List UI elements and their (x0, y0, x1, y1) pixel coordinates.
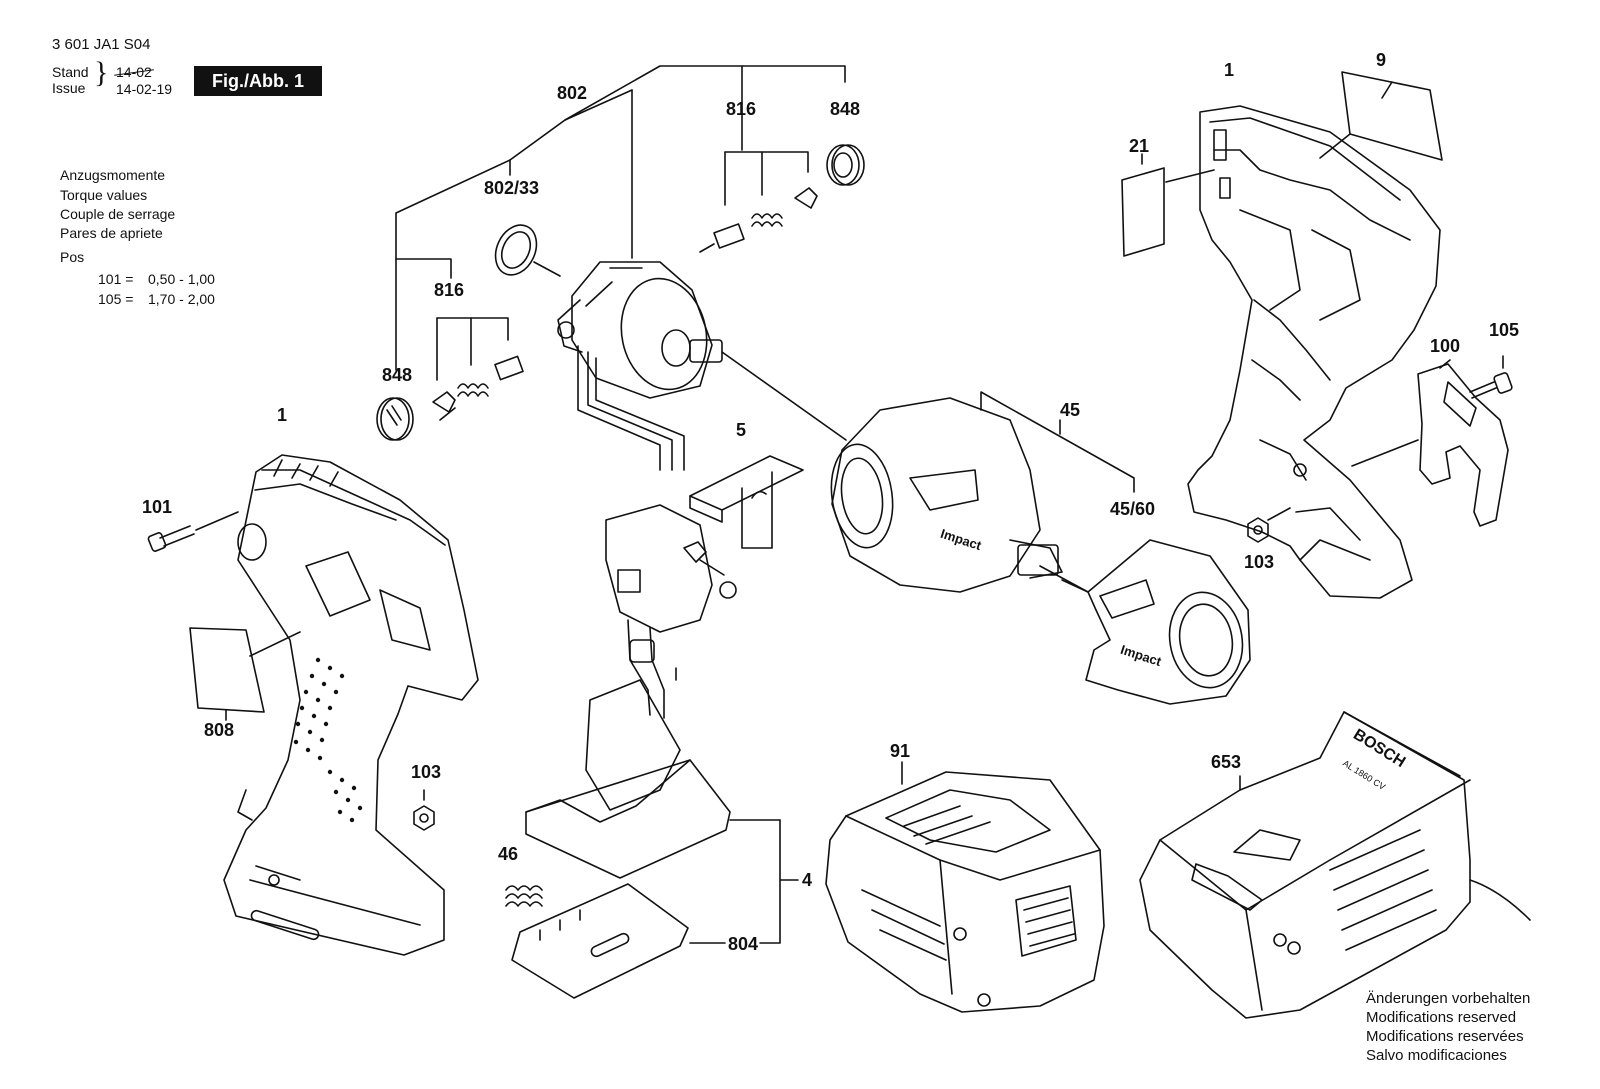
label-plate-808 (189, 627, 301, 721)
o-ring-802-33 (494, 224, 561, 277)
end-cap-848-left (376, 397, 414, 441)
stand-label: Stand (52, 64, 89, 80)
leader-lines-802 (395, 65, 846, 381)
label-9 (1319, 71, 1443, 161)
callout-9: 9 (1376, 50, 1387, 70)
label-21 (1121, 153, 1215, 257)
footer-line-en: Modifications reserved (1366, 1009, 1517, 1026)
torque-range-101: 0,50 - 1,00 (148, 271, 215, 287)
issue-label: Issue (52, 80, 86, 96)
callout-804: 804 (728, 934, 759, 954)
callout-802-33: 802/33 (484, 178, 540, 198)
torque-line-fr: Couple de serrage (60, 206, 176, 222)
header-brace: } (94, 56, 109, 89)
torque-range-105: 1,70 - 2,00 (148, 291, 215, 307)
battery-pack-91 (825, 761, 1105, 1013)
contact-plate-804 (511, 883, 726, 999)
footer-line-de: Änderungen vorbehalten (1366, 990, 1531, 1007)
stand-value: 14-02 (116, 64, 152, 80)
callout-808: 808 (204, 720, 235, 740)
charger-653 (1139, 711, 1531, 1019)
torque-line-en: Torque values (60, 187, 148, 203)
callout-1-left: 1 (277, 405, 288, 425)
torque-line-es: Pares de apriete (60, 225, 163, 241)
torque-pos-label: Pos (60, 249, 85, 265)
brush-set-top (699, 187, 818, 253)
callout-100: 100 (1430, 336, 1461, 356)
callout-848-top: 848 (830, 99, 861, 119)
issue-value: 14-02-19 (116, 81, 173, 97)
footer-line-fr: Modifications reservées (1366, 1028, 1524, 1045)
torque-pos-105: 105 = (98, 291, 134, 307)
housing-half-left (223, 454, 479, 956)
callout-103-right: 103 (1244, 552, 1275, 572)
assembly-lines (675, 565, 1089, 681)
callout-105: 105 (1489, 320, 1520, 340)
callout-46: 46 (498, 844, 519, 864)
callout-45: 45 (1060, 400, 1081, 420)
callout-101: 101 (142, 497, 173, 517)
front-cover-45-60 (1085, 539, 1251, 705)
nut-103-left (413, 789, 435, 831)
callout-103-left: 103 (411, 762, 442, 782)
switch-module (605, 504, 737, 719)
callout-848-left: 848 (382, 365, 413, 385)
nut-103-right (1247, 507, 1291, 543)
lever-100 (1351, 359, 1509, 527)
housing-half-right (1187, 105, 1441, 599)
callout-45-60: 45/60 (1110, 499, 1156, 519)
callout-4: 4 (802, 870, 813, 890)
brush-set-left (432, 355, 524, 421)
motor-802 (557, 261, 847, 471)
callout-802: 802 (557, 83, 588, 103)
figure-badge: Fig./Abb. 1 (194, 66, 322, 96)
screw-105 (1469, 355, 1513, 399)
callout-816-top: 816 (726, 99, 757, 119)
callout-1-right: 1 (1224, 60, 1235, 80)
callout-21: 21 (1129, 136, 1150, 156)
torque-line-de: Anzugsmomente (60, 167, 166, 183)
callout-5: 5 (736, 420, 747, 440)
footer-line-es: Salvo modificaciones (1366, 1047, 1507, 1064)
part-number: 3 601 JA1 S04 (52, 36, 151, 53)
spring-46 (505, 885, 543, 907)
end-cap-848-top (826, 144, 865, 186)
torque-pos-101: 101 = (98, 271, 134, 287)
switch-cover-5 (689, 455, 804, 549)
screw-101 (147, 511, 239, 552)
callout-816-left: 816 (434, 280, 465, 300)
callout-91: 91 (890, 741, 911, 761)
impact-mechanism-45 (830, 391, 1135, 593)
battery-base-4 (525, 679, 799, 944)
callout-653: 653 (1211, 752, 1242, 772)
